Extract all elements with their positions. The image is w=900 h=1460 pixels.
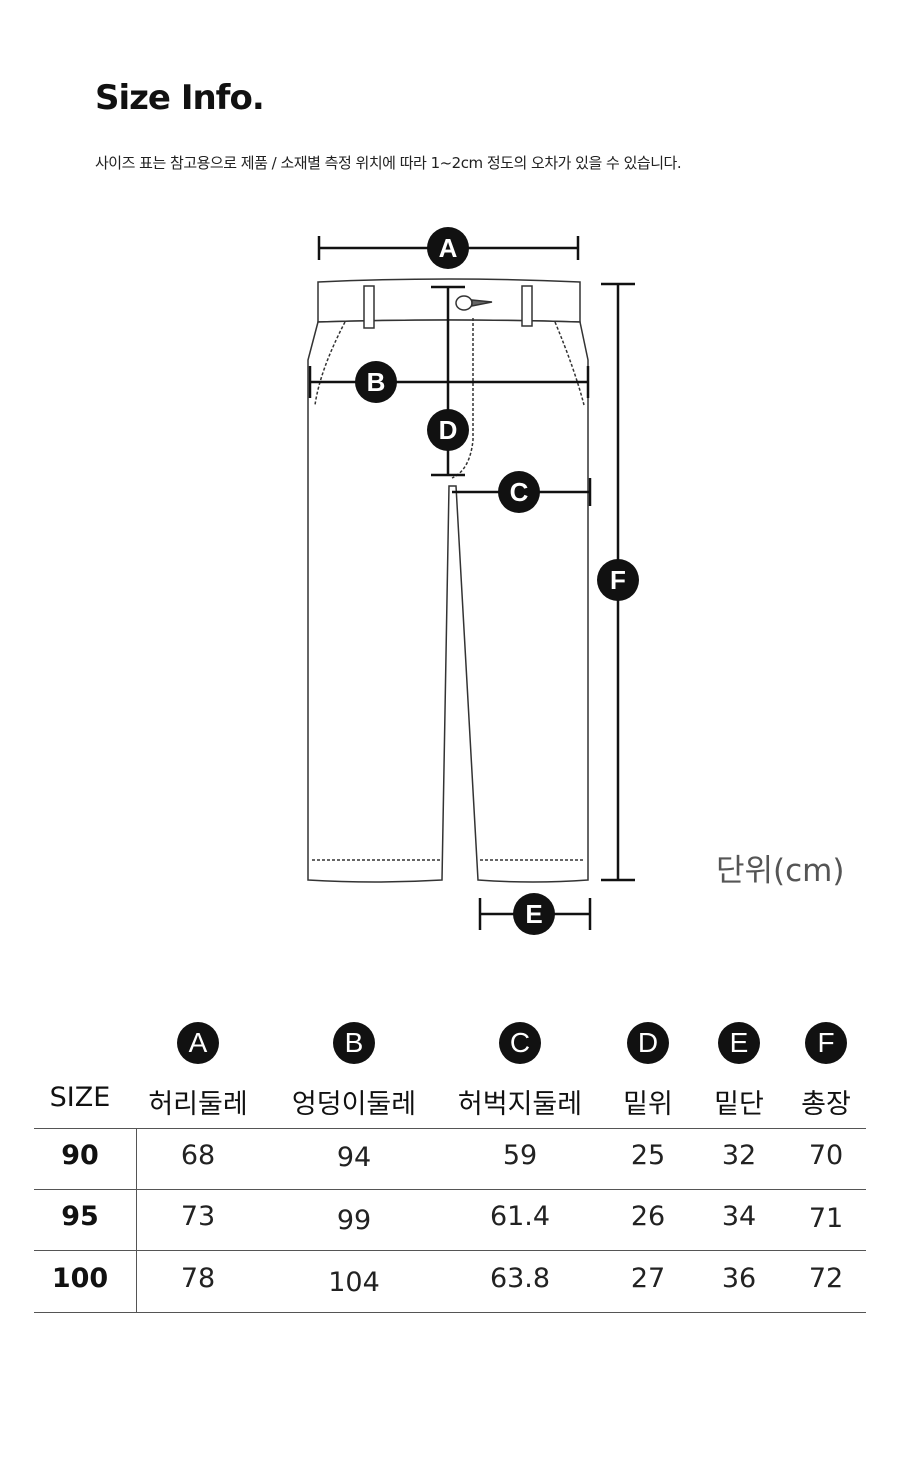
value-cell: 73 xyxy=(180,1201,216,1232)
svg-text:A: A xyxy=(439,233,458,263)
column-header: 밑위 xyxy=(623,1089,673,1120)
column-header: 총장 xyxy=(801,1089,851,1120)
measure-b-marker: B xyxy=(355,361,397,403)
column-header: 허벅지둘레 xyxy=(457,1089,583,1120)
measure-f-marker: F xyxy=(597,559,639,601)
measure-c-marker: C xyxy=(498,471,540,513)
svg-text:B: B xyxy=(367,367,386,397)
value-cell: 34 xyxy=(721,1201,757,1232)
column-b-badge: B xyxy=(333,1022,375,1064)
size-note: 사이즈 표는 참고용으로 제품 / 소재별 측정 위치에 따라 1~2cm 정도… xyxy=(95,154,682,172)
column-header: 엉덩이둘레 xyxy=(291,1089,417,1120)
unit-label: 단위(cm) xyxy=(716,853,845,889)
measure-lines xyxy=(308,236,635,930)
column-divider xyxy=(136,1128,137,1312)
value-cell: 36 xyxy=(721,1263,757,1294)
value-cell: 26 xyxy=(630,1201,666,1232)
column-c-badge: C xyxy=(499,1022,541,1064)
column-a-badge: A xyxy=(177,1022,219,1064)
value-cell: 61.4 xyxy=(489,1201,551,1232)
column-f-badge: F xyxy=(805,1022,847,1064)
size-cell: 90 xyxy=(61,1140,99,1171)
size-cell: 95 xyxy=(61,1201,99,1232)
measure-a-marker: A xyxy=(427,227,469,269)
value-cell: 32 xyxy=(721,1140,757,1171)
row-divider xyxy=(34,1128,866,1129)
value-cell: 78 xyxy=(180,1263,216,1294)
value-cell: 59 xyxy=(502,1140,538,1171)
column-header: 허리둘레 xyxy=(148,1089,248,1120)
row-divider xyxy=(34,1312,866,1313)
size-cell: 100 xyxy=(51,1263,109,1294)
measure-d-marker: D xyxy=(427,409,469,451)
value-cell: 68 xyxy=(180,1140,216,1171)
pants-illustration xyxy=(307,278,589,883)
value-cell: 27 xyxy=(630,1263,666,1294)
value-cell: 94 xyxy=(336,1142,372,1173)
svg-text:D: D xyxy=(439,415,458,445)
value-cell: 104 xyxy=(328,1267,380,1298)
value-cell: 25 xyxy=(630,1140,666,1171)
row-divider xyxy=(34,1250,866,1251)
svg-text:C: C xyxy=(510,477,529,507)
value-cell: 63.8 xyxy=(489,1263,551,1294)
value-cell: 72 xyxy=(808,1263,844,1294)
row-divider xyxy=(34,1189,866,1190)
value-cell: 99 xyxy=(336,1205,372,1236)
svg-text:E: E xyxy=(525,899,542,929)
column-header: 밑단 xyxy=(714,1089,764,1120)
column-e-badge: E xyxy=(718,1022,760,1064)
svg-text:F: F xyxy=(610,565,626,595)
value-cell: 71 xyxy=(808,1203,844,1234)
pants-diagram: A B C D E F xyxy=(307,227,639,935)
value-cell: 70 xyxy=(808,1140,844,1171)
column-d-badge: D xyxy=(627,1022,669,1064)
measure-e-marker: E xyxy=(513,893,555,935)
size-header: SIZE xyxy=(49,1082,111,1113)
page-title: Size Info. xyxy=(95,78,265,118)
